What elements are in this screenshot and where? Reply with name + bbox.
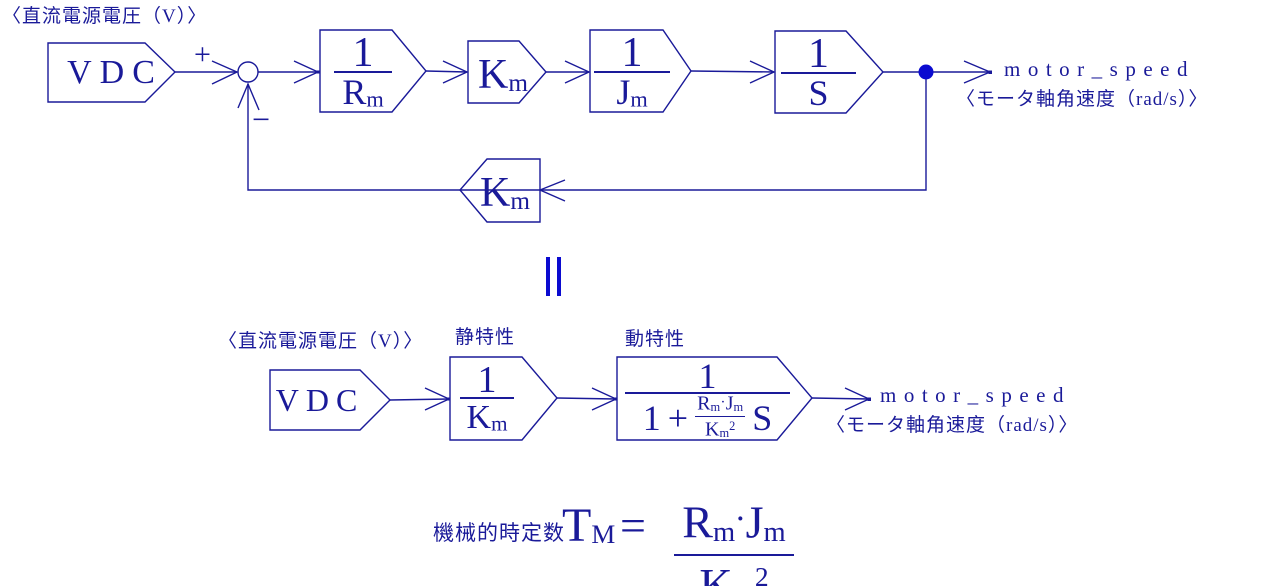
arrow-km-to-jm <box>546 60 591 84</box>
vdc-source-shape <box>47 42 176 103</box>
rm-numerator: 1 <box>352 30 374 76</box>
top-output-unit-label: 〈モータ軸角速度（rad/s）〉 <box>956 89 1209 110</box>
formula-fraction: Rm·Jm Km2 <box>674 498 794 586</box>
dynamic-denominator: 1 + Rm·Jm Km2 S <box>643 394 772 442</box>
static-numerator: 1 <box>477 359 497 401</box>
block-rm-shape <box>319 29 427 113</box>
dyn-inner-fraction: Rm·Jm Km2 <box>695 392 746 442</box>
dyn-j: J <box>725 392 734 415</box>
feedback-km-sub: m <box>510 188 530 216</box>
rm-den-sub: m <box>366 86 384 112</box>
dyn-k-sub: m <box>719 425 730 440</box>
branch-node-dot <box>918 64 934 80</box>
block-dynamic-label: 1 1 + Rm·Jm Km2 S <box>625 358 790 442</box>
formula-dot: · <box>736 505 745 533</box>
dynamic-numerator: 1 <box>698 356 717 396</box>
dyn-k: K <box>704 418 720 441</box>
dyn-k-exp: 2 <box>729 418 736 433</box>
dyn-den-plus: + <box>667 397 689 438</box>
formula-j: J <box>745 496 764 548</box>
top-output-signal: motor_speed <box>1004 57 1195 81</box>
s-den-main: S <box>808 73 829 113</box>
vdc-source-tag-bottom: VDC <box>275 381 365 418</box>
block-static-shape <box>449 356 558 441</box>
static-block-title: 静特性 <box>455 327 516 348</box>
block-dynamic-shape <box>616 356 813 441</box>
sum-minus-sign: − <box>252 101 271 137</box>
formula-symbol-sub: M <box>591 519 616 550</box>
rm-den-main: R <box>342 72 367 112</box>
equivalence-symbol <box>546 257 561 296</box>
dyn-den-one: 1 <box>642 397 661 438</box>
dyn-den-s: S <box>752 397 773 438</box>
static-denominator: Km <box>467 399 508 443</box>
formula-k: K <box>699 558 733 586</box>
block-km-shape <box>467 40 547 104</box>
arrow-vdc-to-static <box>389 387 451 411</box>
output-arrow-top <box>883 60 992 84</box>
s-numerator: 1 <box>808 31 829 77</box>
top-source-label: 〈直流電源電圧（V）〉 <box>2 6 208 27</box>
jm-denominator: Jm <box>616 73 647 119</box>
vdc-source-tag: VDC <box>67 53 163 91</box>
feedback-km-main: K <box>480 170 511 216</box>
block-s-label: 1 S <box>781 33 856 112</box>
feedback-km-label: Km <box>480 172 530 214</box>
block-s-shape <box>774 30 884 114</box>
arrow-jm-to-s <box>690 60 776 84</box>
block-static-label: 1 Km <box>460 361 514 443</box>
formula-r-sub: m <box>712 517 736 549</box>
arrow-vdc-to-sum <box>175 60 239 85</box>
sum-plus-sign: + <box>194 38 211 71</box>
formula-k-exp: 2 <box>754 561 769 586</box>
formula-denominator: Km2 <box>699 556 768 586</box>
block-rm-label: 1 Rm <box>334 32 392 119</box>
bottom-source-label: 〈直流電源電圧（V）〉 <box>218 331 424 352</box>
dyn-inner-numerator: Rm·Jm <box>695 392 746 417</box>
dyn-dot: · <box>721 396 725 408</box>
block-jm-label: 1 Jm <box>594 32 670 119</box>
formula-k-sub: m <box>733 579 755 586</box>
arrow-static-to-dynamic <box>556 387 618 411</box>
dyn-r-sub: m <box>710 399 721 414</box>
rm-denominator: Rm <box>342 73 383 119</box>
feedback-path <box>237 79 927 191</box>
dyn-r: R <box>697 392 711 415</box>
dyn-inner-denominator: Km2 <box>705 417 735 442</box>
bottom-output-signal: motor_speed <box>880 383 1071 407</box>
s-denominator: S <box>808 74 828 112</box>
formula-r: R <box>682 496 713 548</box>
block-km-label: Km <box>478 54 528 96</box>
formula-symbol-main: T <box>562 499 592 552</box>
jm-numerator: 1 <box>621 30 643 76</box>
block-jm-shape <box>589 29 692 113</box>
jm-den-main: J <box>616 72 631 112</box>
sum-junction-circle <box>237 61 259 83</box>
km-main: K <box>478 52 509 98</box>
dyn-j-sub: m <box>733 399 744 414</box>
km-sub: m <box>508 70 528 98</box>
vdc-source-shape-bottom <box>269 369 391 431</box>
dynamic-block-title: 動特性 <box>625 329 686 350</box>
bottom-output-unit-label: 〈モータ軸角速度（rad/s）〉 <box>826 415 1079 436</box>
static-den-sub: m <box>491 411 508 436</box>
formula-j-sub: m <box>763 517 786 549</box>
static-den-main: K <box>466 399 492 436</box>
output-arrow-bottom <box>811 387 871 411</box>
formula-equals: = <box>620 500 646 551</box>
formula-label: 機械的時定数 <box>433 521 565 545</box>
formula-symbol: TM <box>562 502 615 550</box>
arrow-rm-to-km <box>425 60 469 84</box>
arrow-sum-to-rm <box>258 60 320 84</box>
formula-numerator: Rm·Jm <box>674 496 794 557</box>
jm-den-sub: m <box>630 86 648 112</box>
feedback-km-shape <box>459 158 566 223</box>
